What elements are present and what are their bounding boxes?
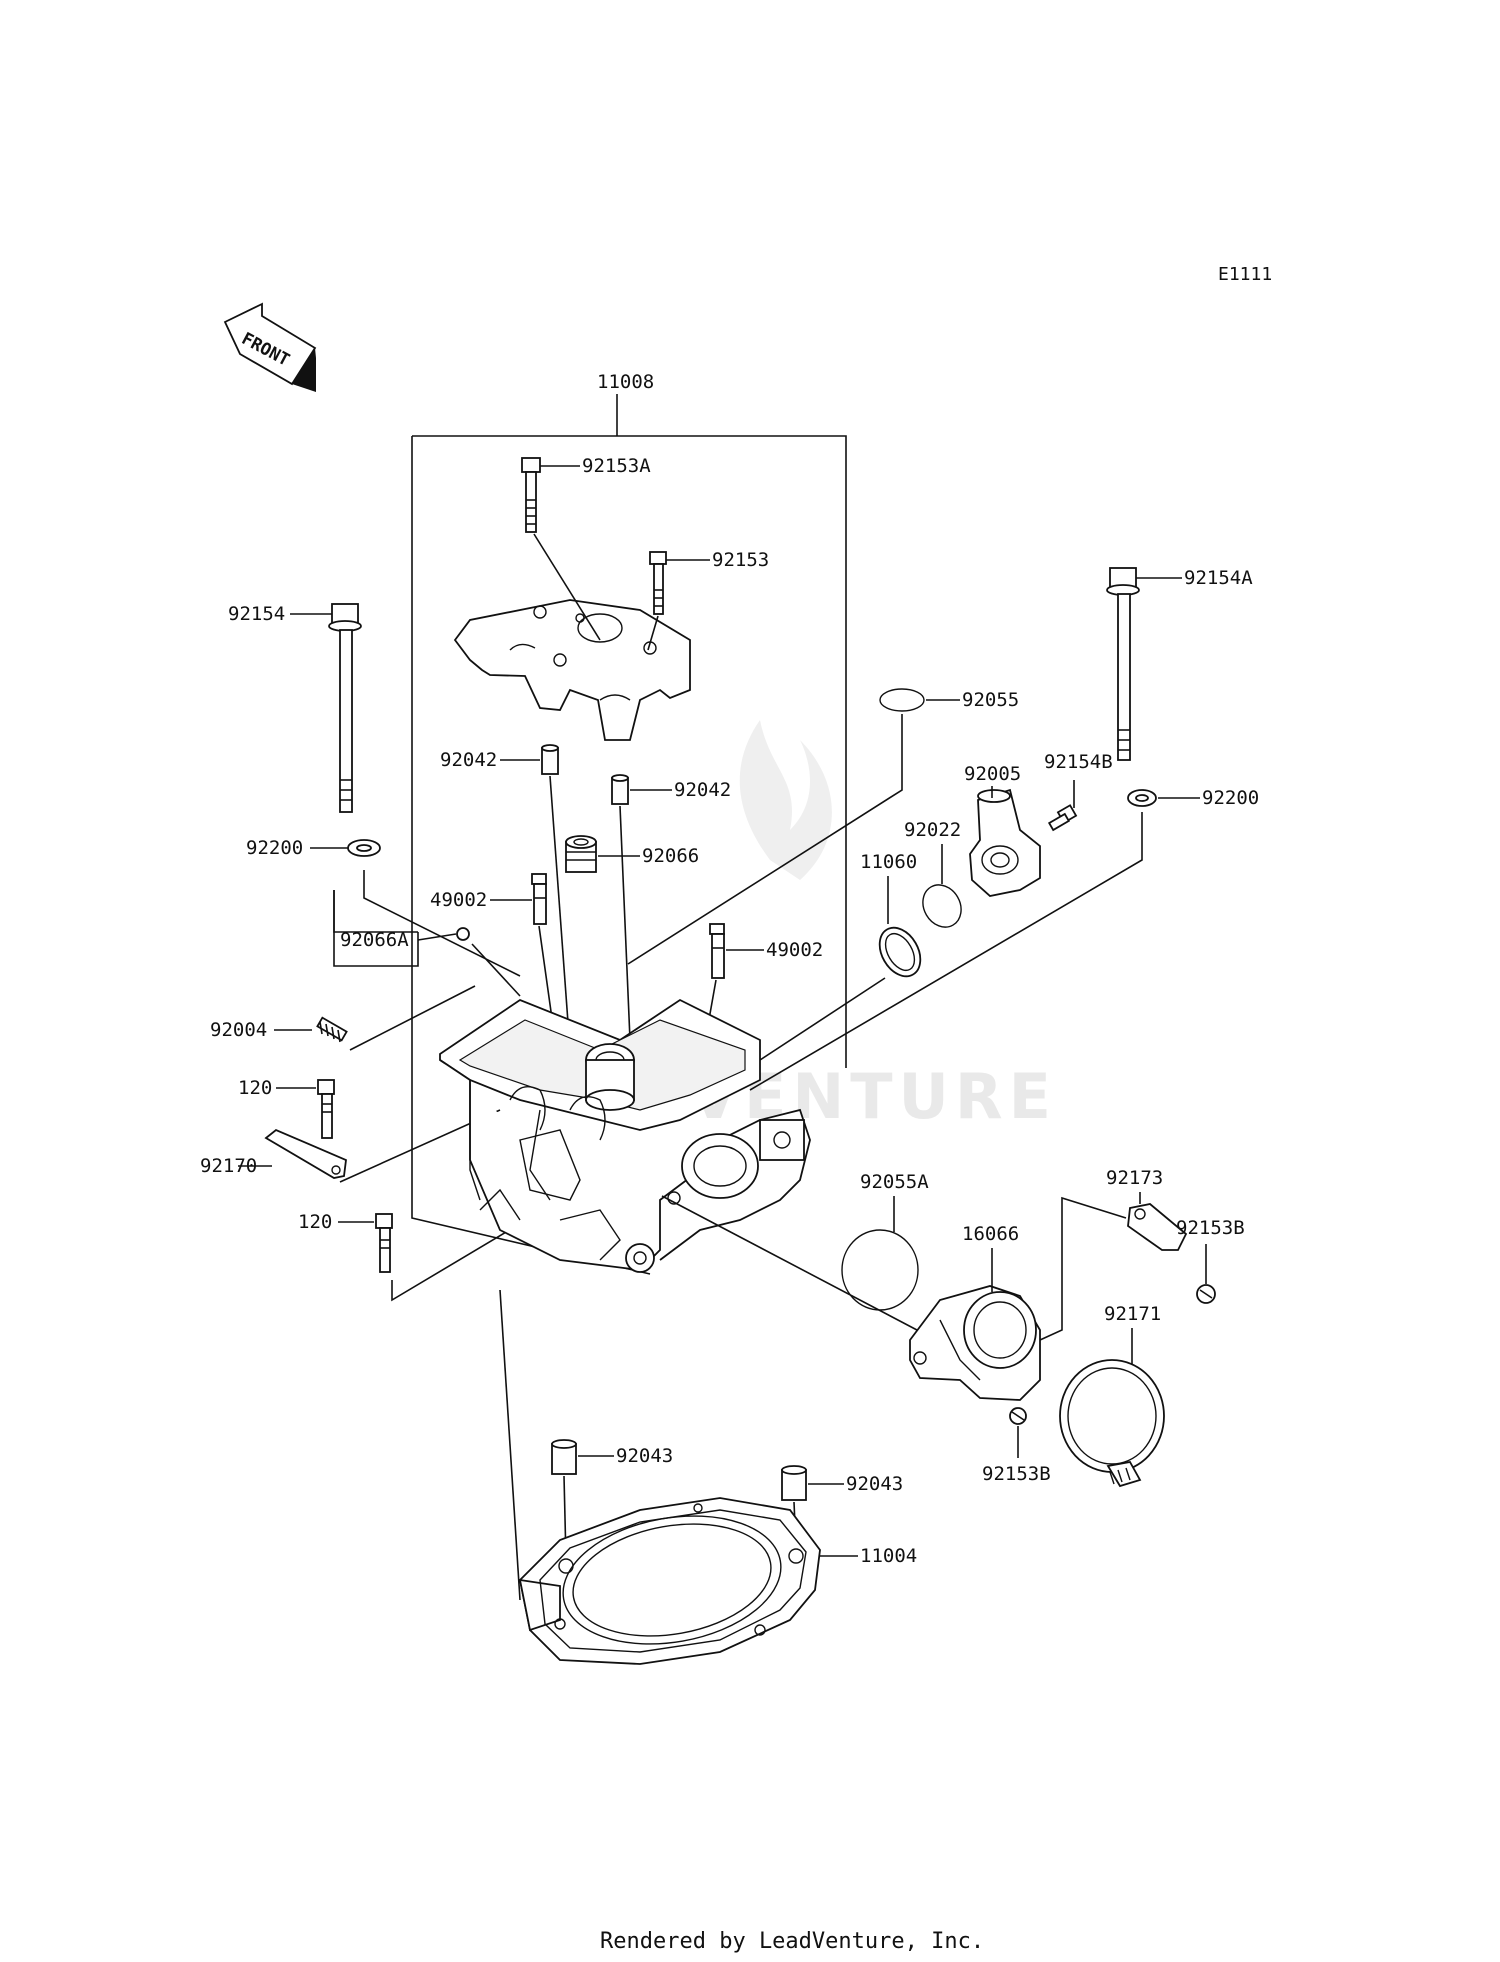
cylinder-head-11008 [439, 998, 811, 1273]
label-92153: 92153 [712, 549, 769, 571]
head-gasket-11004 [518, 1497, 821, 1665]
front-arrow-icon: FRONT [223, 302, 317, 392]
label-92055: 92055 [962, 689, 1019, 711]
clamp-92171 [1059, 1359, 1165, 1488]
bolt-120-upper [317, 1079, 335, 1139]
label-16066: 16066 [962, 1223, 1019, 1245]
intake-pipe-16066 [909, 1285, 1041, 1401]
o-ring-92022 [922, 884, 962, 928]
label-92154B: 92154B [1044, 751, 1113, 773]
camshaft-holder [453, 599, 691, 741]
dowel-92042-a [541, 744, 559, 775]
label-92153A: 92153A [582, 455, 651, 477]
label-92066: 92066 [642, 845, 699, 867]
label-11060: 11060 [860, 851, 917, 873]
washer-92200-right [1127, 789, 1157, 807]
bolt-92154A [1106, 567, 1140, 761]
bolt-120-lower [375, 1213, 393, 1273]
label-92154: 92154 [228, 603, 285, 625]
label-92200-left: 92200 [246, 837, 303, 859]
label-92153B-lower: 92153B [982, 1463, 1051, 1485]
bracket-92170 [264, 1128, 347, 1179]
stud-92004 [316, 1016, 348, 1043]
label-92043-right: 92043 [846, 1473, 903, 1495]
seal-11060 [878, 926, 922, 978]
label-92055A: 92055A [860, 1171, 929, 1193]
o-ring-92055 [879, 688, 925, 712]
bolt-92154 [328, 603, 362, 813]
label-92043-left: 92043 [616, 1445, 673, 1467]
label-92042-a: 92042 [440, 749, 497, 771]
dowel-92043-right [781, 1465, 807, 1501]
label-120-lower: 120 [298, 1211, 332, 1233]
label-92022: 92022 [904, 819, 961, 841]
valve-guide-49002-right [709, 923, 725, 979]
label-11004: 11004 [860, 1545, 917, 1567]
label-92153B-upper: 92153B [1176, 1217, 1245, 1239]
bolt-92153 [649, 551, 667, 615]
label-92004: 92004 [210, 1019, 267, 1041]
label-92170: 92170 [200, 1155, 257, 1177]
label-92066A: 92066A [340, 929, 409, 951]
label-92173: 92173 [1106, 1167, 1163, 1189]
thermostat-cover-92005 [969, 788, 1041, 897]
washer-92200-left [347, 839, 381, 857]
screw-92153B-lower [1009, 1407, 1027, 1425]
diagram-code: E1111 [1218, 264, 1272, 285]
plug-92066A [456, 927, 470, 941]
label-92171: 92171 [1104, 1303, 1161, 1325]
label-120-upper: 120 [238, 1077, 272, 1099]
dowel-92043-left [551, 1439, 577, 1475]
label-92200-right: 92200 [1202, 787, 1259, 809]
label-92005: 92005 [964, 763, 1021, 785]
valve-guide-49002-left [531, 873, 547, 925]
label-49002-left: 49002 [430, 889, 487, 911]
bolt-92153A [521, 457, 541, 533]
screw-92153B-upper [1196, 1284, 1216, 1304]
label-92154A: 92154A [1184, 567, 1253, 589]
label-11008: 11008 [597, 371, 654, 393]
gasket-92055A [841, 1229, 919, 1311]
bolt-92154B [1047, 804, 1078, 832]
label-92042-b: 92042 [674, 779, 731, 801]
seal-92066 [565, 835, 597, 873]
leadventure-watermark: VENTURE [690, 720, 1051, 1133]
clamp-holder-92173 [1127, 1203, 1188, 1251]
dowel-92042-b [611, 774, 629, 805]
footer-credit: Rendered by LeadVenture, Inc. [600, 1929, 984, 1954]
label-49002-right: 49002 [766, 939, 823, 961]
